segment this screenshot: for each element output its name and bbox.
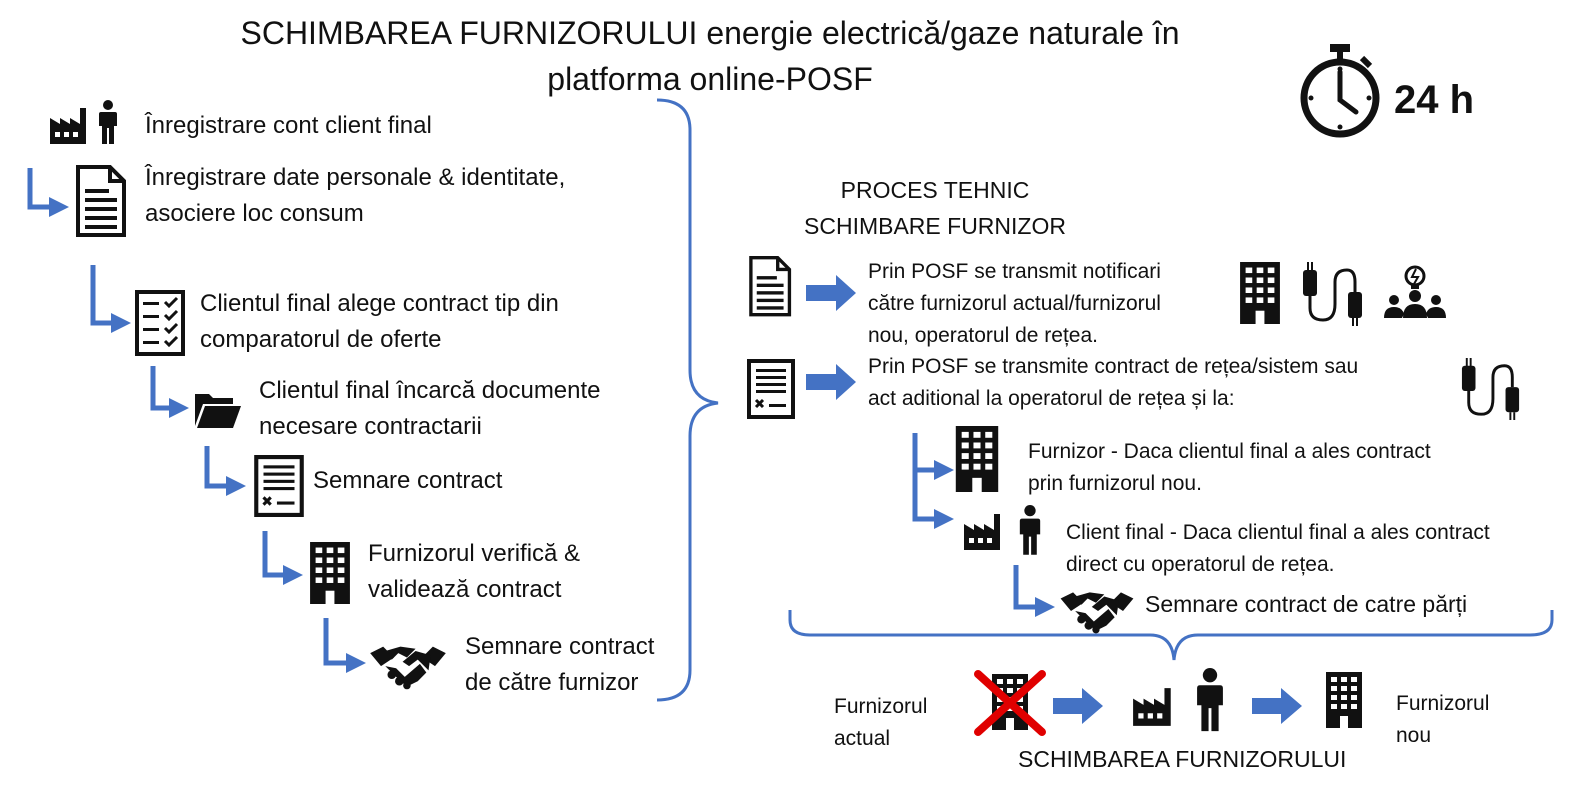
process-header: PROCES TEHNIC SCHIMBARE FURNIZOR (804, 177, 1066, 239)
step-2-text: Înregistrare date personale & identitate… (145, 164, 566, 227)
factory-icon (1133, 688, 1171, 726)
step-1-text: Înregistrare cont client final (145, 112, 432, 139)
plug-cable-icon (1301, 262, 1364, 326)
timer-label: 24 h (1394, 78, 1475, 122)
person-icon (1197, 668, 1223, 732)
document-icon (76, 165, 126, 237)
bottom-brace (788, 610, 1554, 661)
handshake-icon (1060, 592, 1134, 634)
plug-cable-icon (1460, 358, 1521, 420)
step-5-text: Semnare contract (313, 467, 503, 494)
notification-document-icon (749, 256, 792, 317)
right-arrow-1 (806, 275, 856, 311)
step-7-text: Semnare contract de către furnizor (465, 633, 655, 696)
stopwatch-icon (1300, 44, 1380, 138)
sub-item-supplier-text: Furnizor - Daca clientul final a ales co… (1028, 440, 1431, 495)
page-title: SCHIMBAREA FURNIZORULUI energie electric… (150, 10, 1270, 102)
step-connector-6 (323, 618, 366, 673)
building-icon (1240, 262, 1280, 324)
checklist-icon (135, 290, 185, 356)
new-supplier-label: Furnizorul nou (1396, 692, 1490, 747)
step-6-text: Furnizorul verifică & validează contract (368, 540, 581, 603)
right-arrow-3 (1053, 688, 1103, 724)
supplier-change-label: SCHIMBAREA FURNIZORULUI (1018, 746, 1347, 772)
sub-connector-3 (1013, 565, 1055, 617)
current-supplier-label: Furnizorul actual (834, 695, 928, 750)
right-arrow-2 (806, 364, 856, 400)
title-line-1: SCHIMBAREA FURNIZORULUI energie electric… (240, 15, 1180, 51)
left-brace (656, 98, 719, 702)
supplier-building-icon (955, 426, 999, 492)
person-icon (1019, 505, 1041, 555)
sub-connector-2 (912, 470, 954, 529)
network-contract-icon (747, 359, 795, 419)
step-connector-5 (262, 531, 303, 585)
sign-parties-text: Semnare contract de catre părți (1145, 591, 1468, 617)
building-icon (310, 542, 350, 604)
contract-icon (254, 455, 304, 517)
step-connector-1 (27, 168, 69, 217)
crossed-building-icon (974, 670, 1046, 736)
team-idea-icon (1382, 265, 1448, 320)
step-4-text: Clientul final încarcă documente necesar… (259, 377, 601, 440)
step-3-text: Clientul final alege contract tip din co… (200, 290, 559, 353)
step-connector-2 (90, 265, 131, 333)
factory-icon (964, 514, 1000, 550)
new-supplier-building-icon (1326, 672, 1362, 728)
process-item-1-text: Prin POSF se transmit notificari către f… (868, 260, 1161, 347)
title-line-2: platforma online-POSF (547, 61, 873, 97)
handshake-icon (370, 646, 446, 690)
process-item-2-text: Prin POSF se transmite contract de rețea… (868, 355, 1359, 410)
factory-icon (50, 108, 86, 144)
right-arrow-4 (1252, 688, 1302, 724)
folder-icon (195, 394, 241, 428)
person-icon (99, 100, 117, 144)
sub-connector-1 (912, 433, 954, 480)
sub-item-client-text: Client final - Daca clientul final a ale… (1066, 521, 1490, 576)
step-connector-4 (204, 446, 246, 496)
step-connector-3 (150, 366, 189, 418)
